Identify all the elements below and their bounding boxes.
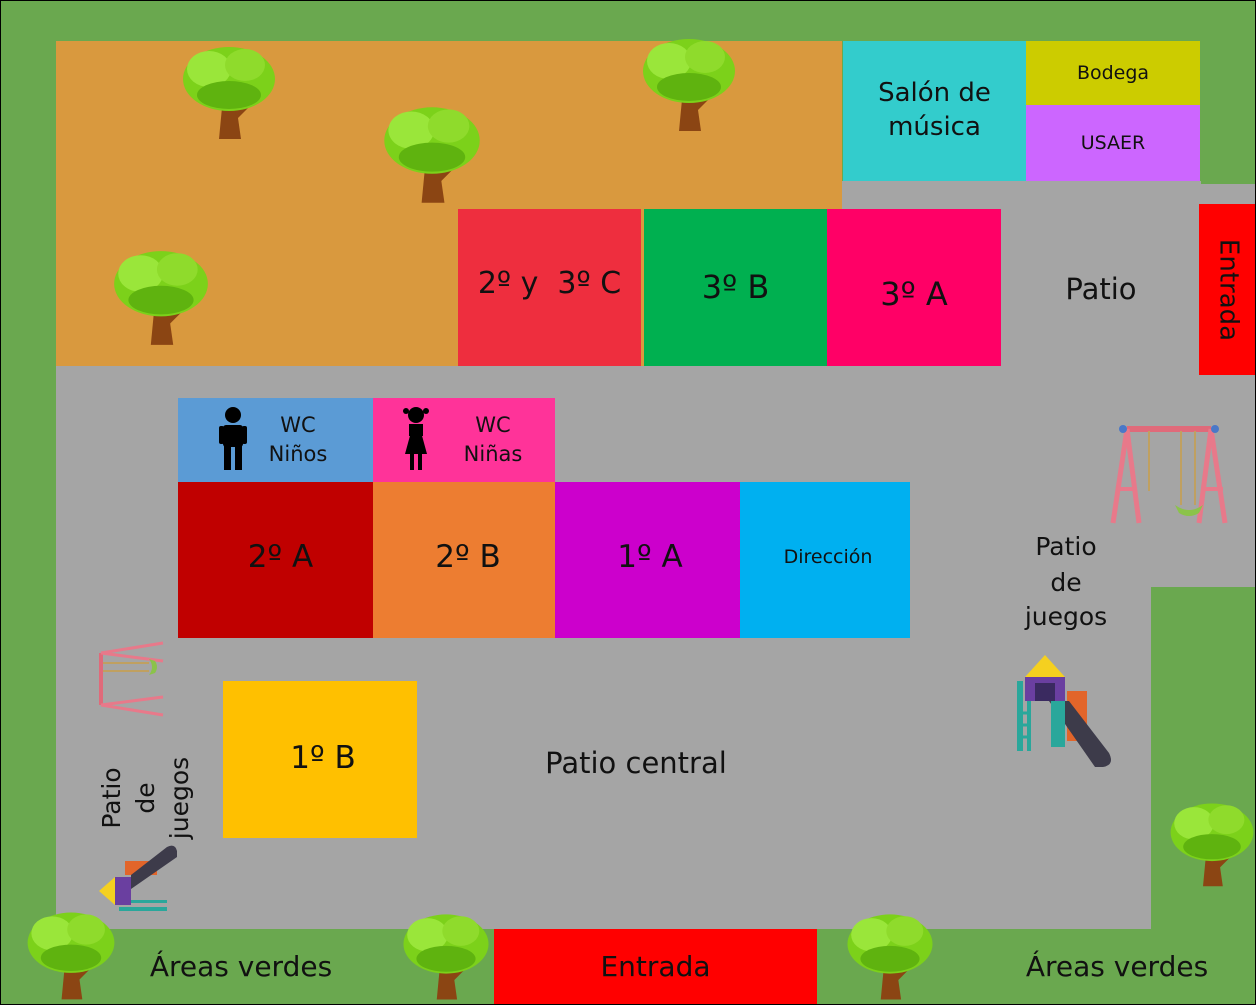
- entrada-bottom-label: Entrada: [600, 950, 711, 983]
- patio-central-label: Patio central: [545, 746, 727, 780]
- playground-slide-icon: [1017, 655, 1111, 767]
- direccion-label: Dirección: [783, 546, 873, 568]
- wc-ninos: WC Niños: [178, 398, 373, 482]
- salon-musica-label: Salón de música: [878, 78, 991, 142]
- tree-icon: [114, 251, 208, 345]
- wc-ninas-label-2: Niñas: [463, 442, 523, 466]
- aula-1a: 1º A: [555, 482, 740, 638]
- aula-3b: 3º B: [644, 209, 827, 366]
- aula-2b-label: 2º B: [435, 539, 501, 575]
- aula-3a: 3º A: [827, 209, 1001, 366]
- salon-musica: Salón de música: [843, 41, 1026, 181]
- usaer: USAER: [1026, 105, 1200, 181]
- aula-2a: 2º A: [178, 482, 373, 638]
- aula-2y3c-label: 2º y 3º C: [477, 266, 622, 301]
- aula-1b-label: 1º B: [290, 740, 356, 776]
- aula-3a-label: 3º A: [880, 275, 948, 313]
- girl-icon: [403, 407, 429, 470]
- wc-ninos-label-1: WC: [280, 413, 316, 437]
- bodega-label: Bodega: [1076, 62, 1150, 84]
- swing-set-icon: [1110, 425, 1228, 524]
- patio-top-label: Patio: [1065, 272, 1137, 306]
- wc-ninas: WC Niñas: [373, 398, 555, 482]
- aula-1b: 1º B: [223, 681, 417, 838]
- aula-2a-label: 2º A: [247, 539, 314, 575]
- tree-icon: [847, 914, 933, 1000]
- wc-ninos-label-2: Niños: [268, 442, 328, 466]
- bodega: Bodega: [1026, 41, 1200, 105]
- entrada-side-label: Entrada: [1213, 238, 1244, 342]
- playground-slide-icon: [99, 845, 177, 911]
- tree-icon: [27, 912, 115, 1000]
- tree-icon: [1170, 803, 1254, 887]
- aula-1a-label: 1º A: [617, 539, 683, 575]
- tree-icon: [183, 47, 275, 139]
- aula-2y3c: 2º y 3º C: [458, 209, 641, 366]
- patio-juegos-right-label-3: juegos: [1024, 602, 1108, 631]
- entrada-bottom: Entrada: [494, 929, 817, 1004]
- usaer-label: USAER: [1080, 132, 1146, 154]
- aula-2b: 2º B: [373, 482, 555, 638]
- swing-set-icon: [99, 641, 164, 717]
- entrada-side: Entrada: [1199, 204, 1255, 375]
- wc-ninas-label-1: WC: [475, 413, 511, 437]
- grass-top-right: [1201, 39, 1255, 184]
- tree-icon: [403, 914, 489, 1000]
- tree-icon: [643, 39, 735, 131]
- boy-icon: [219, 407, 247, 470]
- patio-juegos-right-label-1: Patio: [1035, 532, 1097, 561]
- areas-verdes-left-label: Áreas verdes: [149, 950, 333, 983]
- tree-icon: [384, 107, 480, 203]
- areas-verdes-right-label: Áreas verdes: [1025, 950, 1209, 983]
- patio-juegos-right-label-2: de: [1050, 568, 1082, 597]
- direccion: Dirección: [740, 482, 910, 638]
- aula-3b-label: 3º B: [701, 268, 770, 306]
